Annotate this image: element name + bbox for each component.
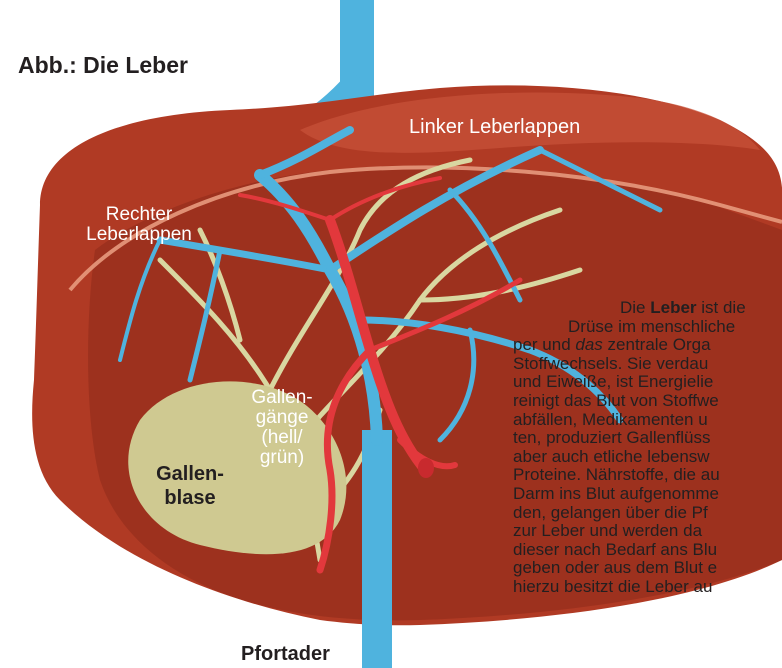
body-line-6: reinigt das Blut von Stoffwe (513, 392, 782, 411)
body-line-4: Stoffwechsels. Sie verdau (513, 355, 782, 374)
body-line-13: zur Leber und werden da (513, 522, 782, 541)
label-bile-ducts-line3: (hell/ (234, 428, 330, 448)
label-portal-vein: Pfortader (241, 642, 361, 666)
body-text: Die Leber ist die Drüse im menschliche p… (513, 299, 782, 597)
body-line-1-bold: Leber (650, 298, 696, 317)
figure-title: Abb.: Die Leber (18, 52, 188, 79)
label-gallbladder-line1: Gallen- (145, 462, 235, 486)
body-line-16: hierzu besitzt die Leber au (513, 578, 782, 597)
label-right-lobe: Rechter Leberlappen (64, 205, 214, 245)
body-line-9: aber auch etliche lebensw (513, 448, 782, 467)
label-bile-ducts-line4: grün) (234, 448, 330, 468)
label-left-lobe: Linker Leberlappen (409, 117, 580, 137)
label-bile-ducts-line1: Gallen- (234, 388, 330, 408)
body-line-14: dieser nach Bedarf ans Blu (513, 541, 782, 560)
body-line-2: Drüse im menschliche (513, 318, 782, 337)
label-right-lobe-line1: Rechter (64, 205, 214, 225)
body-line-3-post: zentrale Orga (603, 335, 711, 354)
artery-end (418, 458, 434, 478)
body-line-5: und Eiweiße, ist Energielie (513, 373, 782, 392)
label-bile-ducts: Gallen- gänge (hell/ grün) (234, 388, 330, 468)
label-gallbladder-line2: blase (145, 486, 235, 510)
body-line-11: Darm ins Blut aufgenomme (513, 485, 782, 504)
body-line-15: geben oder aus dem Blut e (513, 559, 782, 578)
portal-vein-trunk (362, 430, 392, 668)
body-line-1-pre: Die (620, 298, 650, 317)
body-line-7: abfällen, Medikamenten u (513, 411, 782, 430)
body-line-3-italic: das (575, 335, 602, 354)
body-line-3-pre: per und (513, 335, 575, 354)
body-line-8: ten, produziert Gallenflüss (513, 429, 782, 448)
body-line-12: den, gelangen über die Pf (513, 504, 782, 523)
body-line-1-post: ist die (697, 298, 746, 317)
body-line-10: Proteine. Nährstoffe, die au (513, 466, 782, 485)
label-gallbladder: Gallen- blase (145, 462, 235, 510)
label-right-lobe-line2: Leberlappen (64, 225, 214, 245)
label-bile-ducts-line2: gänge (234, 408, 330, 428)
